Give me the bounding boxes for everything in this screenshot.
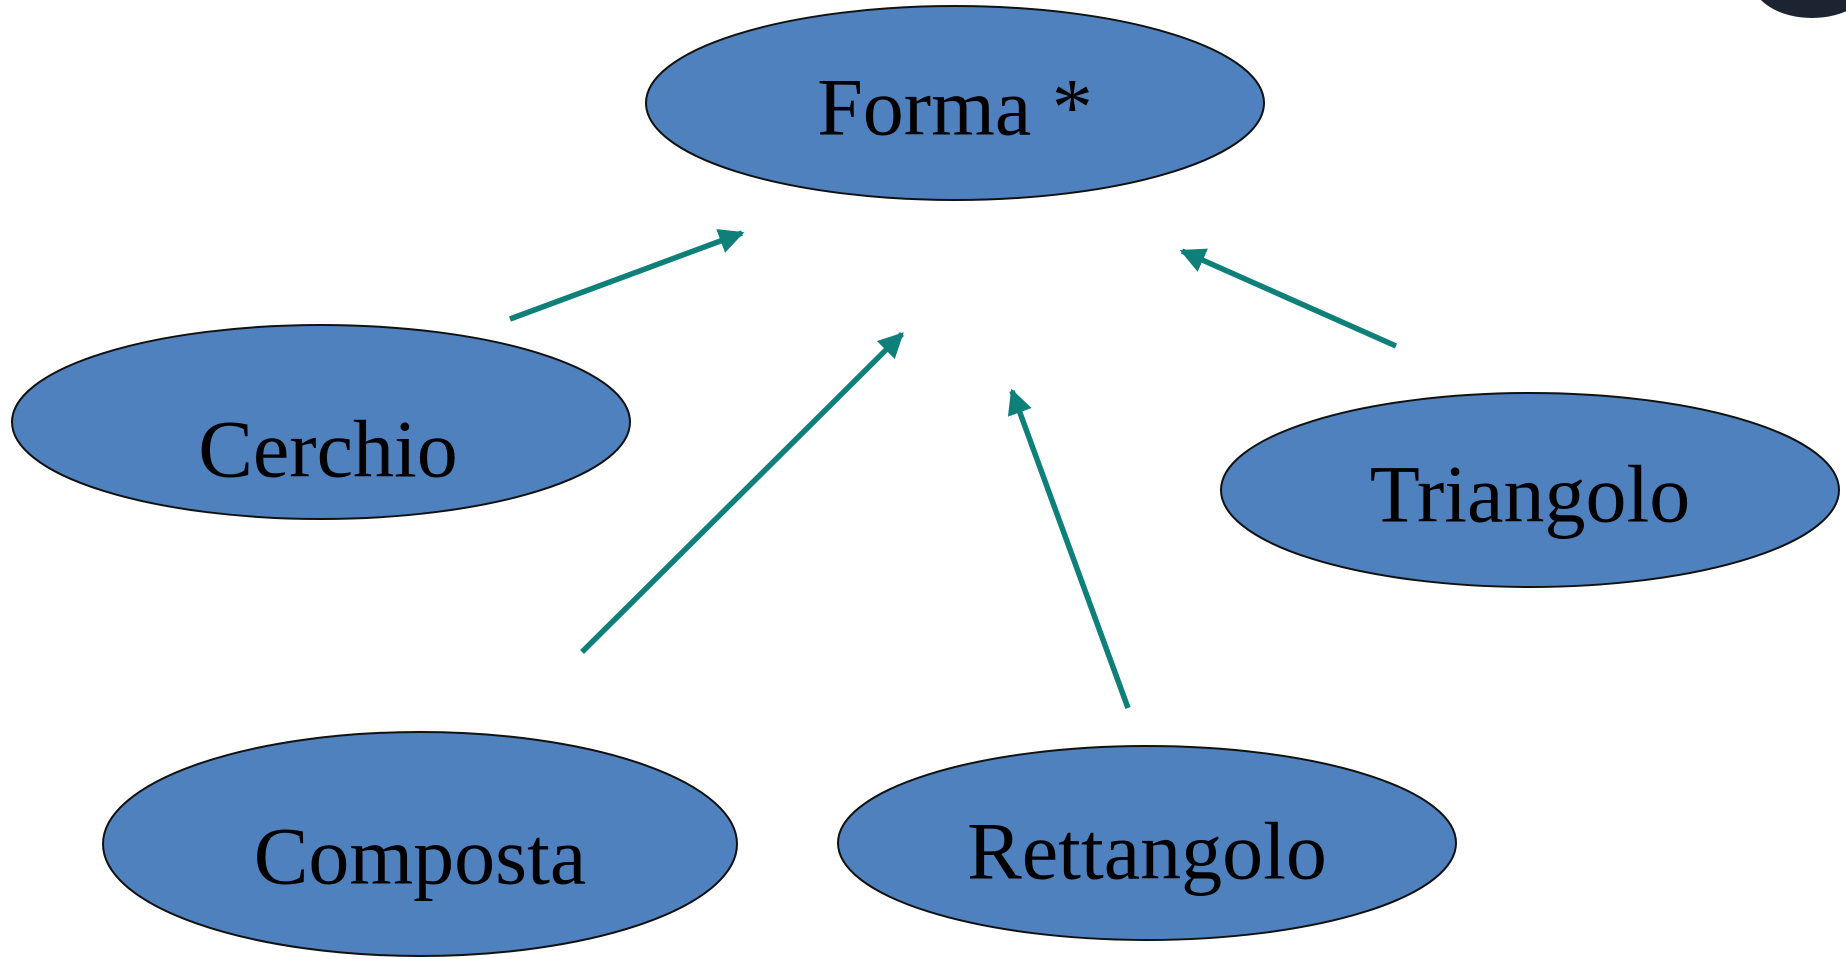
node-composta-label: Composta (254, 811, 587, 902)
node-rettangolo-label: Rettangolo (967, 806, 1327, 897)
node-cerchio-label: Cerchio (198, 404, 458, 495)
node-cerchio-ellipse (11, 324, 631, 520)
node-composta-ellipse (102, 731, 738, 957)
node-forma-label: Forma * (817, 62, 1093, 153)
node-triangolo-ellipse (1220, 392, 1840, 588)
arrow-triangolo-to-forma (1179, 248, 1398, 349)
arrow-cerchio-to-forma (509, 229, 745, 322)
inheritance-arrows (509, 229, 1398, 709)
logo (1760, 0, 1846, 18)
node-forma[interactable]: Forma * (645, 5, 1265, 201)
node-composta[interactable]: Composta (102, 731, 738, 957)
node-triangolo-label: Triangolo (1370, 449, 1690, 540)
node-cerchio[interactable]: Cerchio (11, 324, 631, 520)
arrow-rettangolo-to-forma (1007, 388, 1131, 709)
logo-ring (1760, 0, 1846, 18)
node-triangolo[interactable]: Triangolo (1220, 392, 1840, 588)
arrow-composta-to-forma (580, 332, 904, 654)
node-forma-ellipse (645, 5, 1265, 201)
node-rettangolo[interactable]: Rettangolo (837, 745, 1457, 941)
node-rettangolo-ellipse (837, 745, 1457, 941)
